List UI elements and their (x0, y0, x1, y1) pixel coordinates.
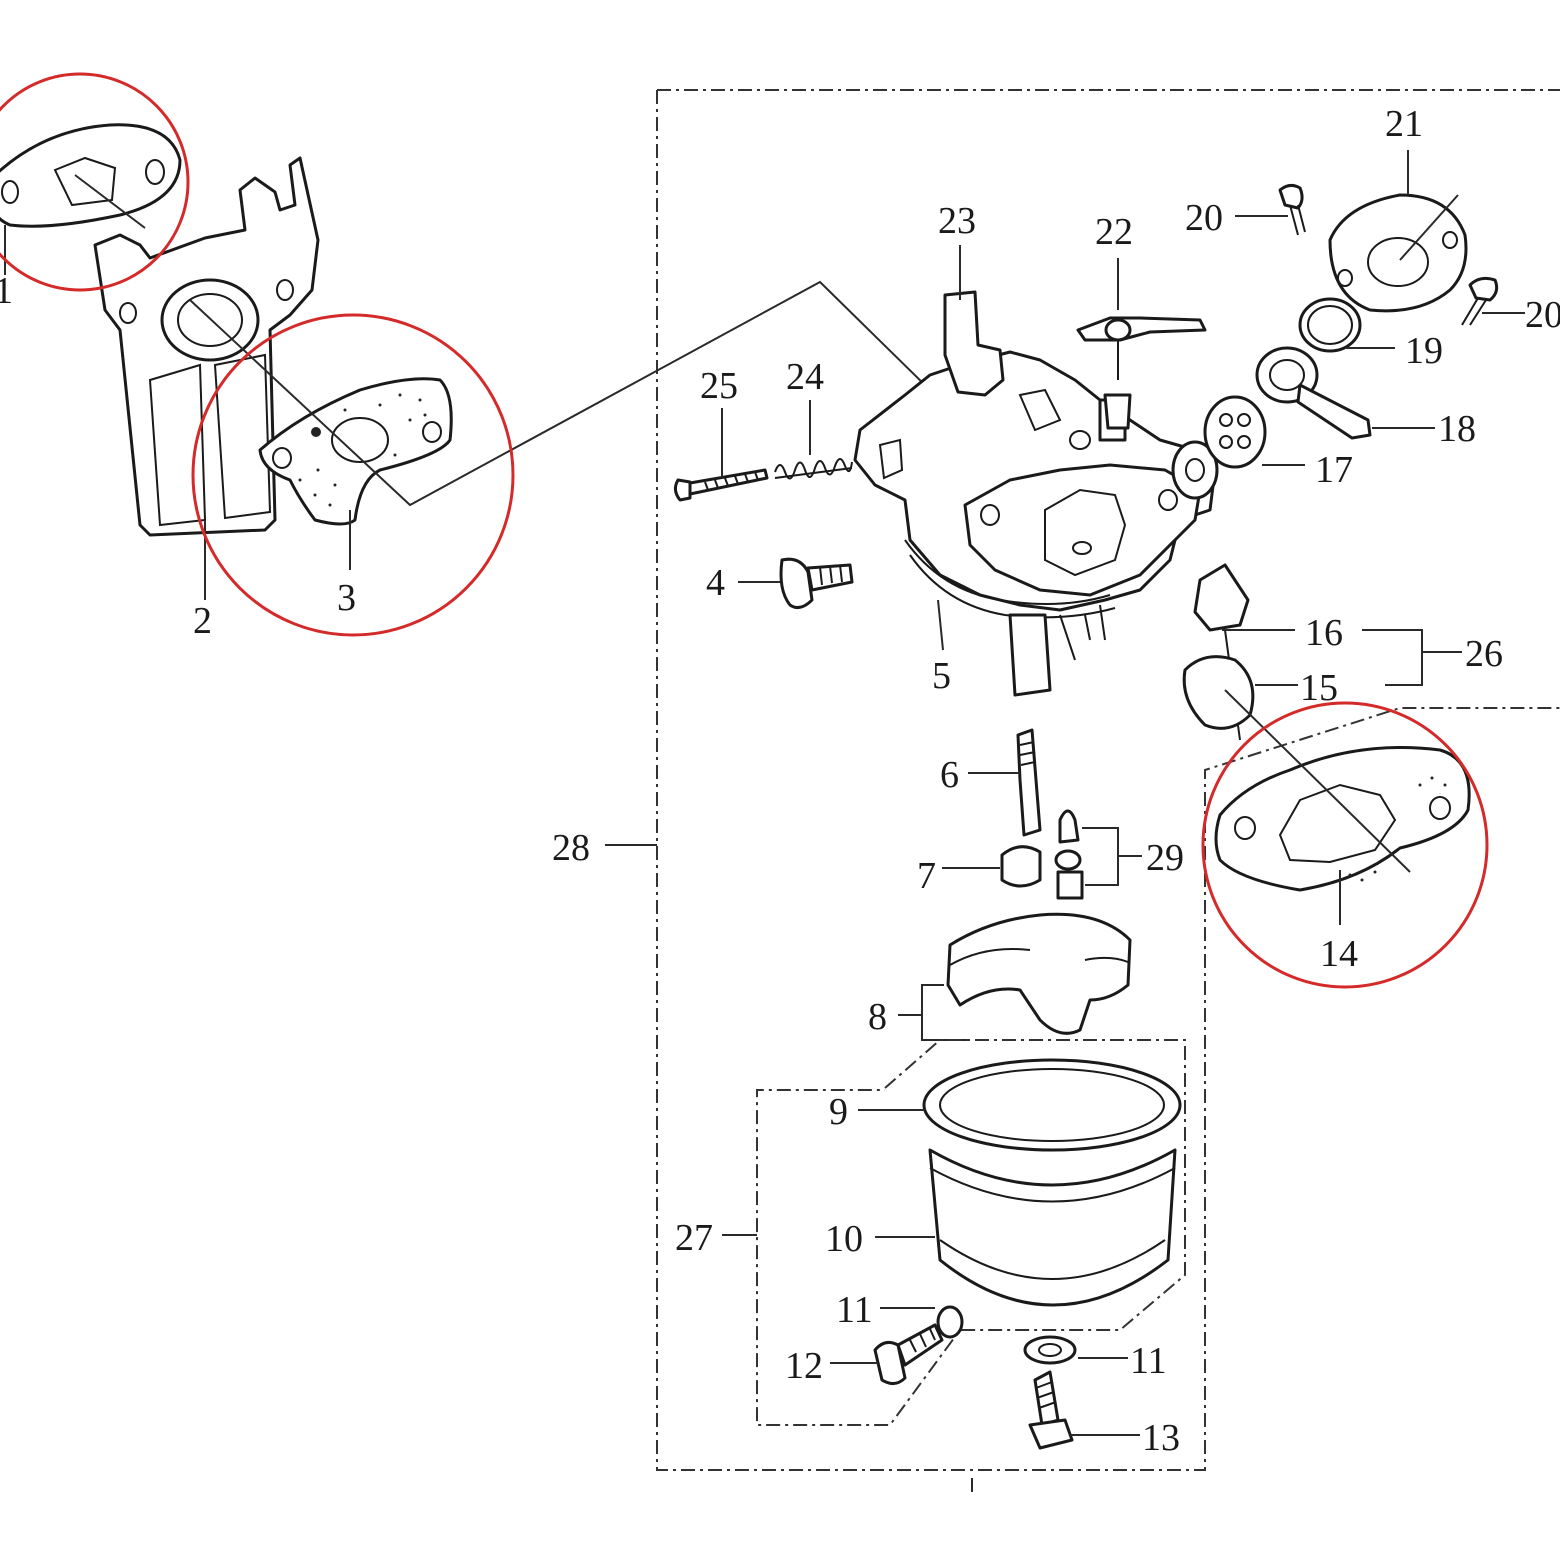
highlight-rings (0, 72, 1489, 989)
part-26-bracket (1362, 629, 1462, 686)
part-18-needle-valve (1255, 346, 1435, 440)
callout-12: 12 (785, 1345, 823, 1387)
part-29-needle-set (1054, 809, 1142, 900)
callout-14: 14 (1320, 933, 1358, 975)
callout-28: 28 (552, 827, 590, 869)
callout-1: 1 (0, 270, 13, 312)
callout-16: 16 (1305, 612, 1343, 654)
callout-2: 2 (193, 600, 212, 642)
part-20-screw-right (1461, 276, 1525, 326)
callout-23: 23 (938, 200, 976, 242)
part-6-main-jet-tube (968, 728, 1042, 837)
part-24-spring (774, 400, 853, 480)
part-13-bowl-bolt (1028, 1370, 1140, 1450)
callout-19: 19 (1405, 330, 1443, 372)
part-10-float-bowl (875, 1148, 1177, 1307)
callout-3: 3 (337, 577, 356, 619)
callout-20-left: 20 (1185, 197, 1223, 239)
callout-4: 4 (706, 562, 725, 604)
part-22-throttle-shaft (1076, 258, 1207, 430)
callout-11-small: 11 (836, 1289, 873, 1331)
callout-6: 6 (940, 754, 959, 796)
callout-17: 17 (1315, 449, 1353, 491)
part-14-gasket (1214, 689, 1471, 925)
callout-10: 10 (825, 1218, 863, 1260)
part-11-washer (1023, 1335, 1128, 1365)
callout-29: 29 (1146, 837, 1184, 879)
part-9-bowl-gasket (756, 1039, 1186, 1426)
part-11-washer-small (880, 1305, 964, 1339)
part-8-float (898, 912, 1132, 1041)
callout-13: 13 (1142, 1417, 1180, 1459)
part-5-carburetor-body (853, 290, 1219, 697)
part-1-gasket (0, 123, 182, 275)
callout-22: 22 (1095, 211, 1133, 253)
callout-26: 26 (1465, 633, 1503, 675)
callout-18: 18 (1438, 408, 1476, 450)
part-21-cover (1328, 150, 1468, 313)
callout-20-right: 20 (1525, 294, 1560, 336)
callout-24: 24 (786, 356, 824, 398)
highlight-ring-part-1 (0, 72, 190, 292)
callout-27: 27 (675, 1217, 713, 1259)
part-17-diaphragm (1203, 395, 1305, 469)
callout-8: 8 (868, 996, 887, 1038)
highlight-ring-part-3 (191, 313, 515, 637)
part-4-pilot-screw (738, 557, 854, 610)
callout-21: 21 (1385, 103, 1423, 145)
part-19-o-ring (1298, 297, 1395, 353)
part-7-main-jet (942, 845, 1042, 888)
assembly-28-boundary (656, 89, 1560, 1471)
callout-9: 9 (829, 1091, 848, 1133)
part-25-screw (673, 408, 769, 502)
callout-25: 25 (700, 365, 738, 407)
highlight-ring-part-14 (1201, 701, 1489, 989)
part-20-screw-left (1235, 183, 1306, 236)
callout-7: 7 (917, 855, 936, 897)
callout-15: 15 (1300, 667, 1338, 709)
part-12-drain-screw (830, 1323, 944, 1385)
callout-5: 5 (932, 655, 951, 697)
part-2-insulator (93, 156, 320, 600)
part-3-gasket (189, 280, 931, 570)
callout-labels: 1 2 3 4 5 6 7 8 9 10 11 11 12 13 14 15 1… (0, 103, 1560, 1459)
callout-11-washer: 11 (1130, 1340, 1167, 1382)
